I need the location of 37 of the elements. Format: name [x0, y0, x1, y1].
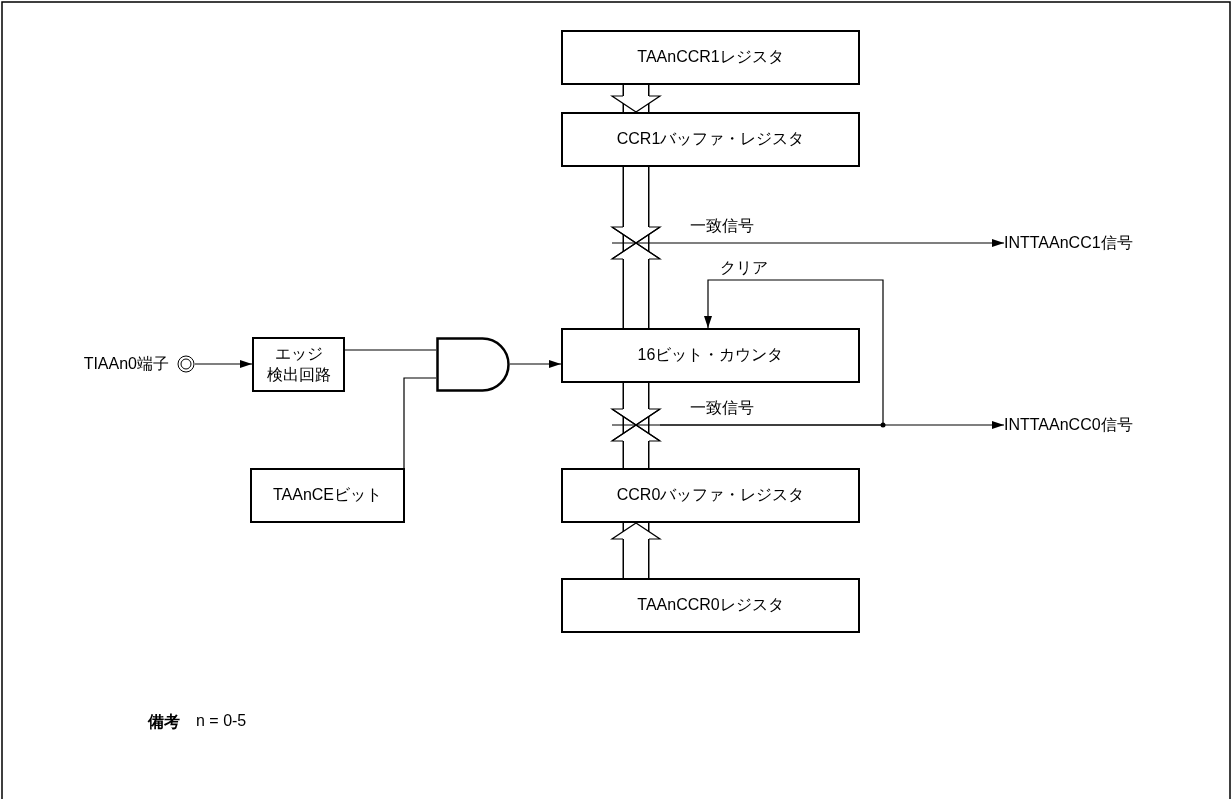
- block-label: 16ビット・カウンタ: [637, 345, 784, 366]
- block-box: [561, 578, 860, 633]
- arrow: [611, 421, 1005, 429]
- connector-line: [344, 349, 437, 351]
- and-gate-symbol: [436, 337, 510, 392]
- block-label: エッジ: [274, 343, 323, 364]
- block-box: [561, 112, 860, 167]
- bus-arrow: [611, 424, 661, 468]
- block-label: TAAnCCR1レジスタ: [637, 47, 784, 68]
- bus-arrow: [611, 167, 661, 244]
- bus-arrow: [611, 522, 661, 578]
- block-box: [250, 468, 405, 523]
- arrow: [194, 360, 253, 368]
- block-label: TAAnCEビット: [272, 485, 383, 506]
- block-label: CCR1バッファ・レジスタ: [616, 129, 805, 150]
- edge-label: 一致信号: [688, 216, 756, 237]
- compare-cross: [612, 227, 660, 259]
- note-text: 備考: [148, 712, 180, 732]
- block-label: 検出回路: [266, 364, 331, 385]
- signal-label: INTTAAnCC0信号: [1004, 415, 1204, 435]
- bus-arrow: [611, 383, 661, 426]
- edge-label: クリア: [718, 258, 770, 279]
- edge-label: 一致信号: [688, 398, 756, 419]
- block-box: [561, 30, 860, 85]
- block-label: CCR0バッファ・レジスタ: [616, 485, 805, 506]
- arrow: [509, 360, 562, 368]
- bus-arrow: [611, 85, 661, 113]
- connector-line: [403, 377, 437, 469]
- block-box: [561, 328, 860, 383]
- block-label: TAAnCCR0レジスタ: [637, 595, 784, 616]
- block-box: [561, 468, 860, 523]
- block-box: [252, 337, 345, 392]
- arrow: [611, 239, 1005, 247]
- note-text: n = 0-5: [196, 712, 247, 730]
- signal-label: INTTAAnCC1信号: [1004, 233, 1204, 253]
- pin-label: TIAAn0端子: [83, 353, 169, 374]
- compare-cross: [612, 409, 660, 441]
